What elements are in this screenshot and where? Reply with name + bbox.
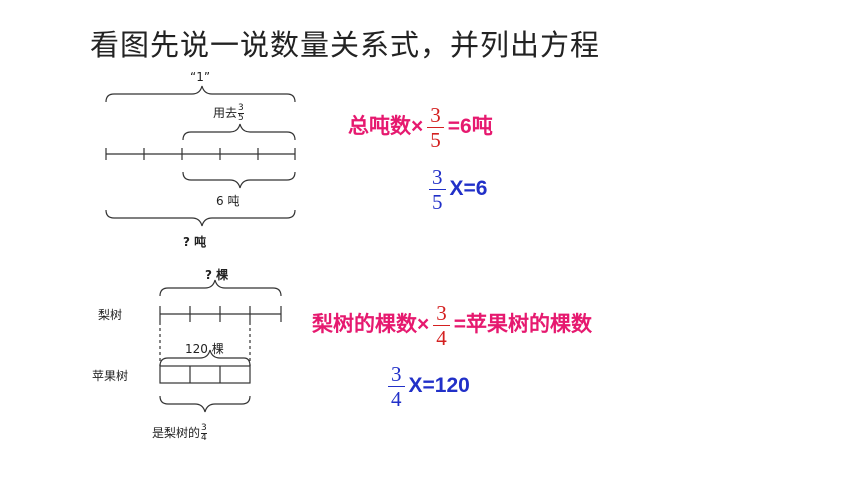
diagram1-question-label: ? 吨 [183, 235, 207, 249]
diagram2-bottom-text: 是梨树的 [152, 426, 201, 440]
eq2-suffix: X=6 [449, 177, 488, 201]
diagram1-top-brace [105, 85, 296, 103]
diagram1-top-label: “1” [190, 70, 211, 84]
diagram1-used-brace [182, 123, 296, 141]
diagram1-six-brace [182, 171, 296, 189]
diagram1-six-label: 6 吨 [216, 194, 240, 208]
diagram1-used-text: 用去 [213, 106, 238, 120]
eq3-prefix: 梨树的棵数× [312, 313, 430, 337]
diagram1-bottom-brace [105, 209, 296, 227]
eq1-prefix: 总吨数× [348, 115, 424, 139]
eq4-suffix: X=120 [408, 374, 470, 398]
diagram2-apple-label: 苹果树 [92, 369, 129, 383]
diagram2-bottom-brace [159, 395, 251, 413]
diagram2-count-label: 120 棵 [185, 342, 224, 356]
page-title: 看图先说一说数量关系式，并列出方程 [90, 28, 601, 62]
diagram2-apple-box [159, 365, 251, 384]
diagram2-count-brace [159, 349, 251, 367]
eq1-suffix: =6吨 [447, 115, 493, 139]
diagram2-top-brace [159, 279, 282, 297]
diagram2-pear-label: 梨树 [98, 308, 123, 322]
diagram2-top-label: ? 棵 [205, 268, 229, 282]
eq3-suffix: =苹果树的棵数 [453, 313, 593, 337]
